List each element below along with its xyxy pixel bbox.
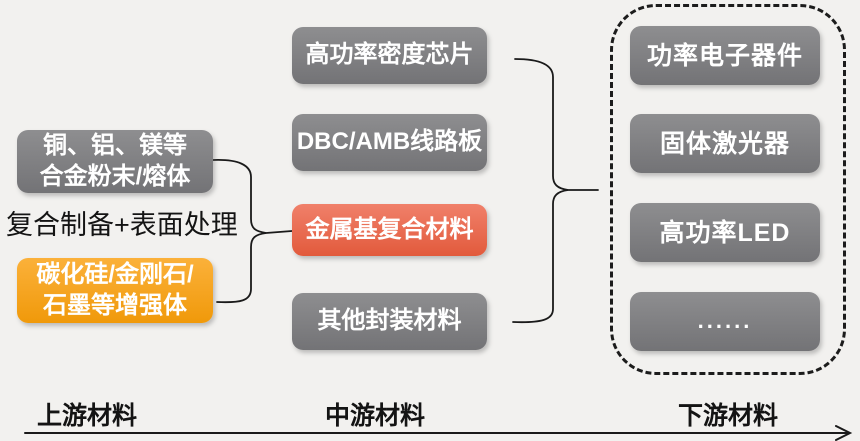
stage-label-downstream: 下游材料 <box>678 402 779 430</box>
downstream-box-power-electronics: 功率电子器件 <box>630 26 820 85</box>
stage-label-midstream: 中游材料 <box>325 402 426 430</box>
process-label: 复合制备+表面处理 <box>6 210 238 240</box>
upstream-alloy-line1: 铜、铝、镁等 <box>43 131 187 159</box>
right-brace <box>512 58 599 324</box>
downstream-box-ellipsis: ...... <box>630 292 820 351</box>
downstream-box-solid-state-laser: 固体激光器 <box>630 114 820 173</box>
upstream-alloy-line2: 合金粉末/熔体 <box>39 162 191 190</box>
midstream-box-metal-matrix-composite: 金属基复合材料 <box>292 204 487 256</box>
upstream-reinforcement-line2: 石墨等增强体 <box>43 291 187 319</box>
downstream-panel <box>610 4 846 375</box>
stage-label-upstream: 上游材料 <box>37 402 138 430</box>
midstream-box-dbc-amb-board: DBC/AMB线路板 <box>292 114 487 171</box>
upstream-reinforcement-box: 碳化硅/金刚石/ 石墨等增强体 <box>17 258 213 323</box>
upstream-reinforcement-line1: 碳化硅/金刚石/ <box>36 260 194 288</box>
upstream-alloy-box: 铜、铝、镁等 合金粉末/熔体 <box>17 130 213 193</box>
midstream-box-other-packaging: 其他封装材料 <box>292 293 487 350</box>
downstream-box-high-power-led: 高功率LED <box>630 203 820 262</box>
midstream-box-high-power-chip: 高功率密度芯片 <box>292 27 487 84</box>
